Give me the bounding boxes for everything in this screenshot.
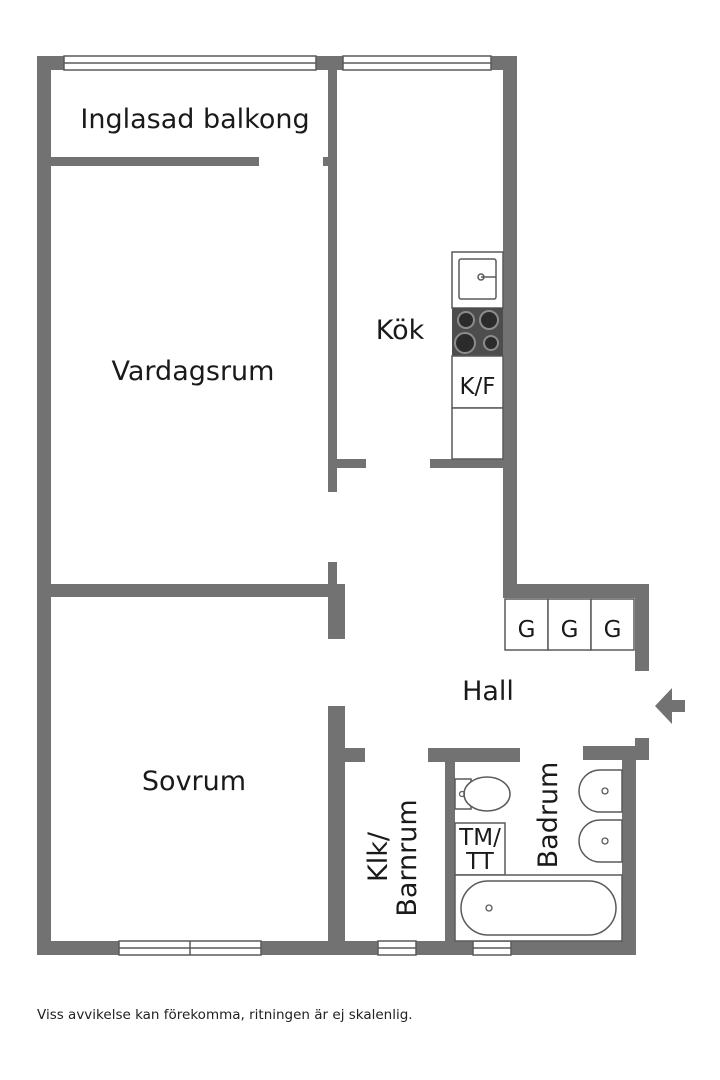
windows (63, 55, 512, 956)
washer-label-1: TM/ (458, 825, 501, 851)
room-label-closet-2: Barnrum (392, 799, 423, 916)
room-labels: Inglasad balkong Kök Vardagsrum Sovrum H… (80, 104, 564, 917)
room-label-hall: Hall (462, 676, 514, 707)
wardrobe-label: G (518, 617, 536, 643)
room-label-bedroom: Sovrum (142, 766, 246, 797)
wardrobe-label: G (604, 617, 622, 643)
sink (578, 819, 623, 863)
fridge-label: K/F (459, 374, 495, 400)
washer (454, 822, 506, 876)
entrance-arrow-icon (655, 688, 685, 724)
room-label-bath: Badrum (533, 762, 564, 869)
bathroom-fixtures: TM/ TT (454, 769, 623, 942)
room-label-kitchen: Kök (376, 315, 425, 346)
fridge (451, 355, 504, 409)
wardrobes: G G G (504, 598, 635, 651)
disclaimer-text: Viss avvikelse kan förekomma, ritningen … (37, 1007, 413, 1023)
sink (578, 769, 623, 813)
room-label-closet-1: Klk/ (363, 831, 394, 882)
kitchen-counter: K/F (451, 251, 504, 460)
room-label-balcony: Inglasad balkong (80, 104, 309, 135)
room-label-living: Vardagsrum (112, 356, 275, 387)
wardrobe-label: G (561, 617, 579, 643)
washer-label-2: TT (465, 849, 495, 875)
